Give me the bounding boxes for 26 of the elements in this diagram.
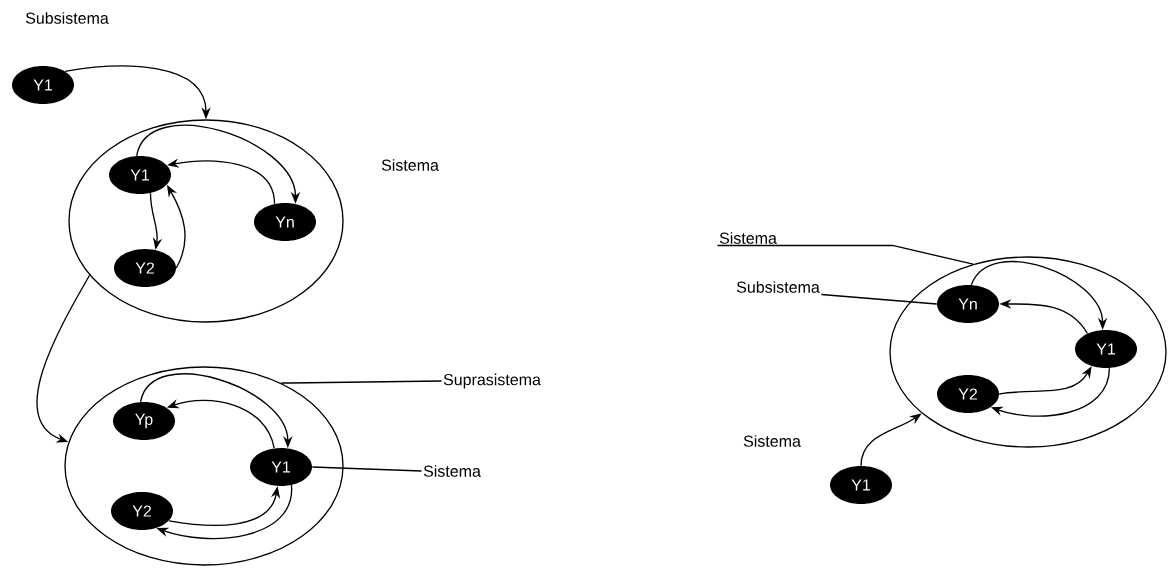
- label-oval: Y2: [111, 492, 173, 530]
- label-text: Sistema: [423, 465, 481, 477]
- leader-line: [716, 244, 974, 265]
- label-oval: Y1: [12, 66, 74, 104]
- system-ellipse: [64, 366, 344, 566]
- leader-line: [820, 293, 938, 305]
- label-oval: Y1: [830, 466, 892, 504]
- leader-line: [311, 466, 423, 472]
- arrow: [36, 274, 91, 443]
- label-oval: Y2: [937, 375, 999, 413]
- label-text: Subsistema: [736, 281, 820, 293]
- label-oval: Y1: [250, 448, 312, 486]
- label-oval: Y1: [1075, 330, 1137, 368]
- leader-line: [280, 380, 443, 384]
- system-ellipse: [889, 256, 1167, 448]
- label-text: Sistema: [381, 159, 439, 171]
- label-oval: Y1: [109, 156, 171, 194]
- label-text: Subsistema: [25, 12, 109, 24]
- system-ellipse: [68, 119, 344, 323]
- label-text: Suprasistema: [443, 373, 541, 389]
- label-oval: Yn: [254, 203, 316, 241]
- label-oval: Yn: [937, 285, 999, 323]
- label-text: Sistema: [719, 232, 777, 244]
- label-oval: Y2: [114, 249, 176, 287]
- label-text: Sistema: [743, 435, 801, 447]
- label-oval: Yp: [113, 402, 175, 440]
